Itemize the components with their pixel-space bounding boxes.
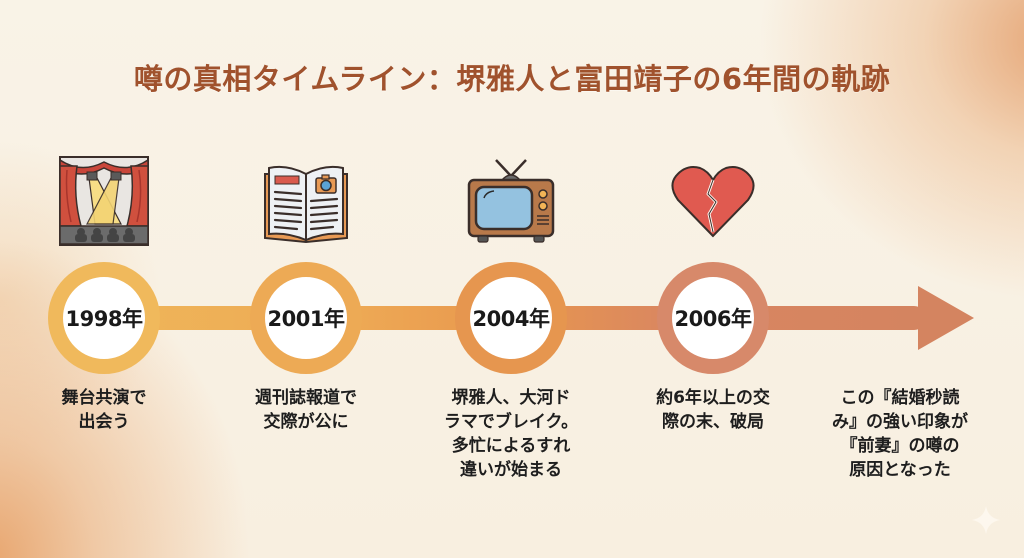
year-label: 1998年: [65, 307, 143, 331]
event-description: 週刊誌報道で 交際が公に: [255, 388, 357, 432]
event-description: 約6年以上の交 際の末、破局: [656, 388, 770, 432]
year-label: 2006年: [674, 307, 752, 331]
television-icon: [466, 156, 556, 246]
event-description: 堺雅人、大河ド ラマでブレイク。 多忙によるすれ 違いが始まる: [443, 388, 579, 480]
theater-stage-icon: [59, 156, 149, 246]
year-label: 2004年: [472, 307, 550, 331]
magazine-icon: [261, 156, 351, 246]
conclusion-text: この『結婚秒読 み』の強い印象が 『前妻』の噂の 原因となった: [832, 388, 968, 480]
timeline-arrow-icon: [918, 286, 974, 350]
sparkle-icon: [972, 506, 1000, 534]
broken-heart-icon: [668, 156, 758, 246]
event-description: 舞台共演で 出会う: [61, 388, 147, 432]
timeline-node-2004: 2004年: [455, 262, 567, 374]
timeline-node-1998: 1998年: [48, 262, 160, 374]
year-label: 2001年: [267, 307, 345, 331]
page-title: 噂の真相タイムライン：堺雅人と富田靖子の6年間の軌跡: [133, 62, 891, 96]
timeline-node-2001: 2001年: [250, 262, 362, 374]
timeline-node-2006: 2006年: [657, 262, 769, 374]
